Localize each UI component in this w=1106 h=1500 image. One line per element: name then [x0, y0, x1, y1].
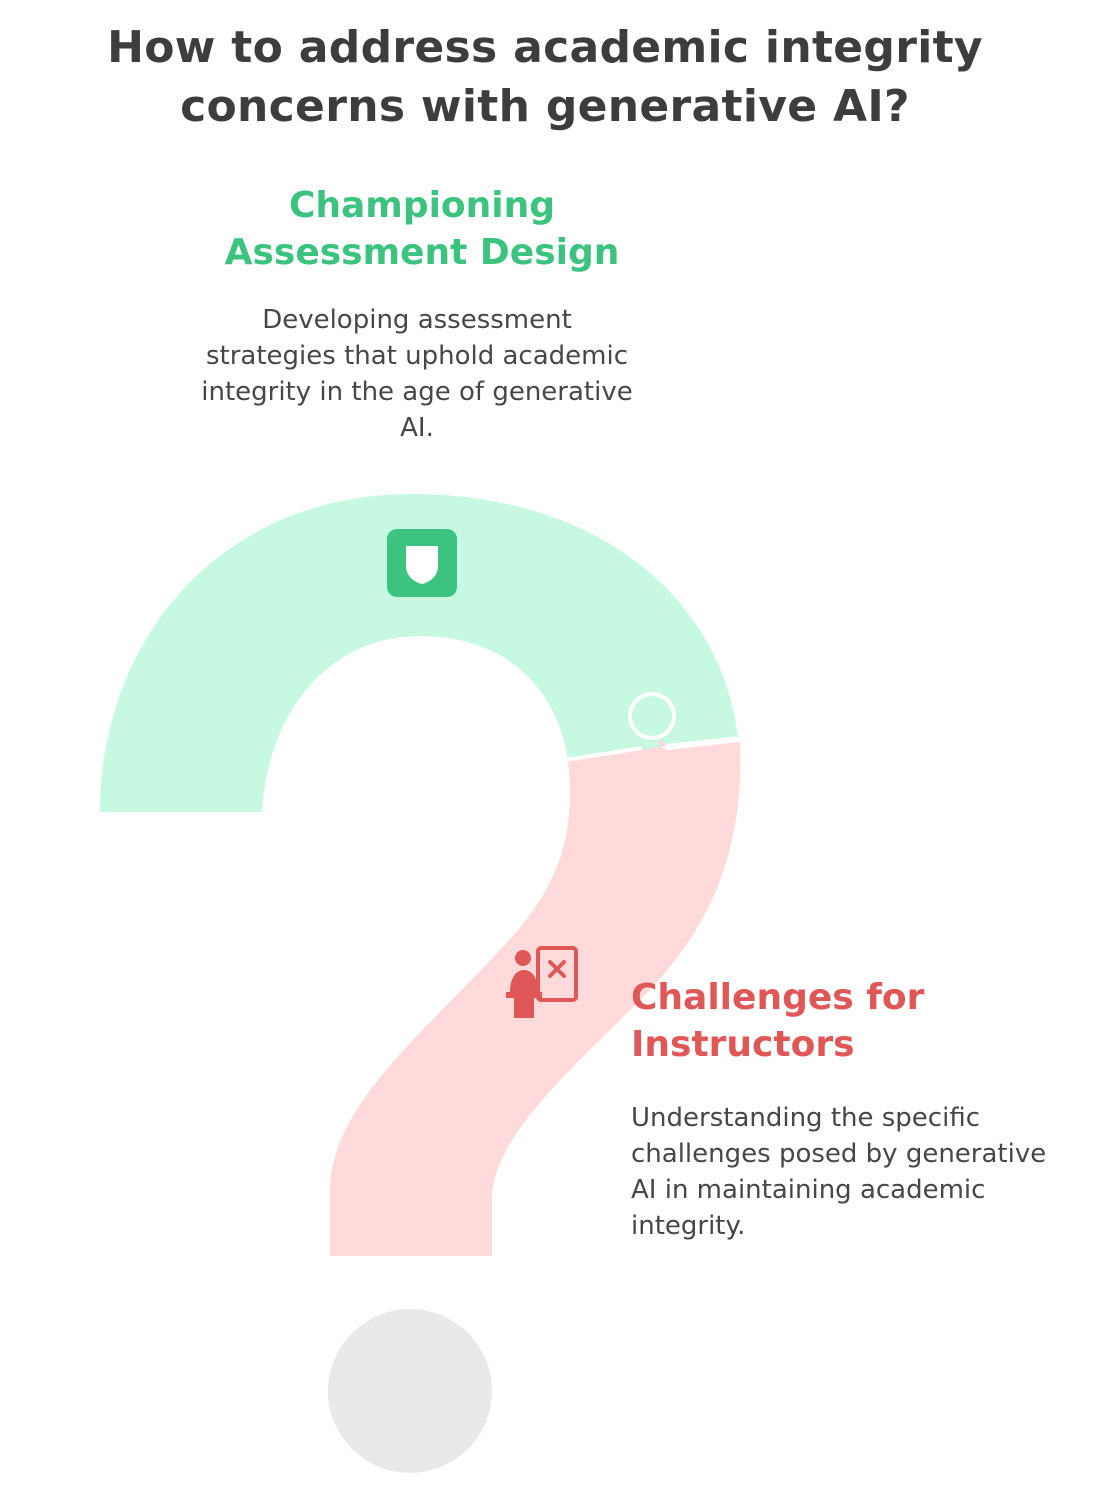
section-description-assessment-design: Developing assessment strategies that up… — [201, 305, 633, 443]
segment-seam — [565, 736, 743, 762]
heading-line: Instructors — [631, 1024, 855, 1065]
heading-line: Assessment Design — [224, 232, 620, 273]
question-mark-dot — [328, 1309, 492, 1473]
heading-line: Championing — [288, 185, 556, 226]
heading-line: Challenges for — [631, 977, 925, 1018]
page-title: How to address academic integrity concer… — [107, 22, 983, 132]
question-mark-top-arc — [100, 494, 738, 812]
section-heading-assessment-design: Championing Assessment Design — [200, 182, 644, 276]
section-description-instructor-challenges: Understanding the specific challenges po… — [631, 1103, 1047, 1241]
shield-icon — [387, 529, 457, 597]
section-heading-instructor-challenges: Challenges for Instructors — [631, 974, 1071, 1068]
instructor-board-x-icon — [506, 946, 578, 1018]
puzzle-knob — [628, 692, 676, 740]
